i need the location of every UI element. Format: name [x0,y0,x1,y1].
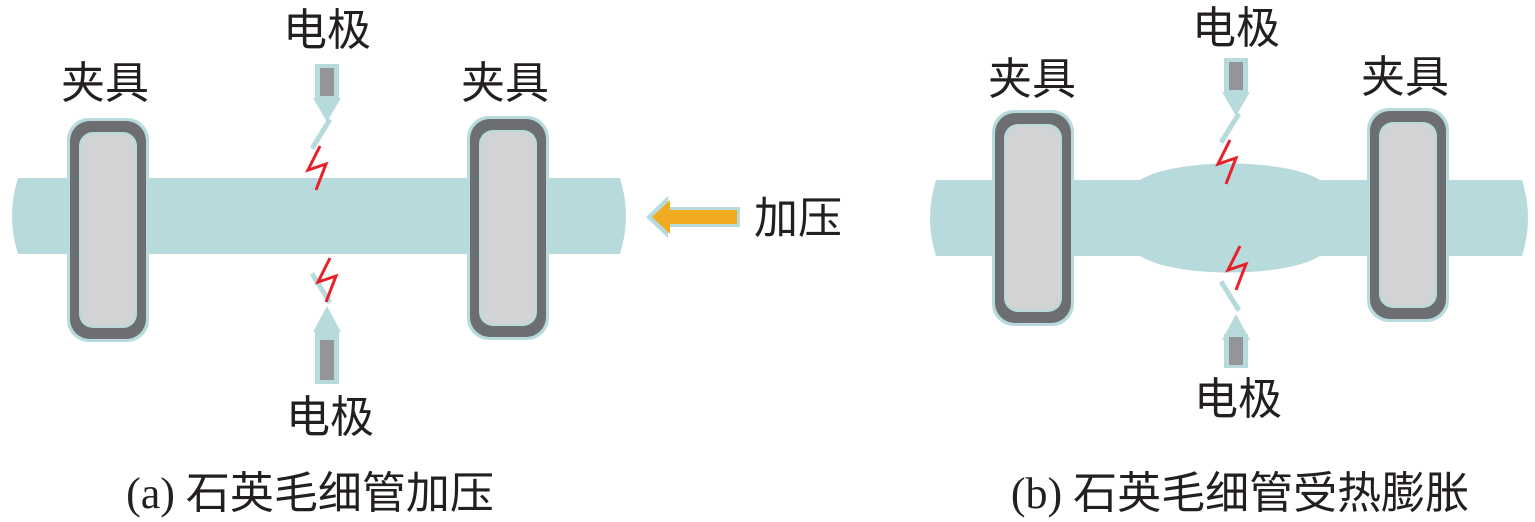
clamp-left-label-b: 夹具 [988,54,1076,105]
clamp-left-b [992,110,1074,326]
spark-bottom-b [1225,245,1249,291]
panel-b: 夹具 夹具 电极 电极 (b) 石英毛细管受热膨胀 [930,3,1528,518]
pressure-label: 加压 [754,193,842,244]
clamp-left-a [67,118,149,342]
electrode-top-b [1219,58,1250,144]
clamp-right-b [1367,108,1449,322]
electrode-top-label-b: 电极 [1192,3,1280,54]
electrode-bottom-a [310,272,341,384]
electrode-top-label-a: 电极 [283,5,371,56]
clamp-right-a [467,116,549,340]
pressure-arrow [646,196,740,238]
clamp-right-label-a: 夹具 [461,58,549,109]
electrode-top-a [310,64,341,150]
spark-bottom-a [315,257,339,303]
electrode-bottom-label-a: 电极 [286,392,374,443]
panel-a: 夹具 夹具 电极 电极 加压 (a) 石英毛细管加压 [12,5,842,518]
clamp-right-label-b: 夹具 [1361,52,1449,103]
electrode-bottom-b [1219,280,1250,368]
electrode-bottom-label-b: 电极 [1194,374,1282,425]
spark-top-b [1215,139,1239,185]
spark-top-a [305,145,329,191]
caption-b: (b) 石英毛细管受热膨胀 [1011,469,1469,518]
caption-a: (a) 石英毛细管加压 [126,469,494,518]
clamp-left-label-a: 夹具 [61,58,149,109]
